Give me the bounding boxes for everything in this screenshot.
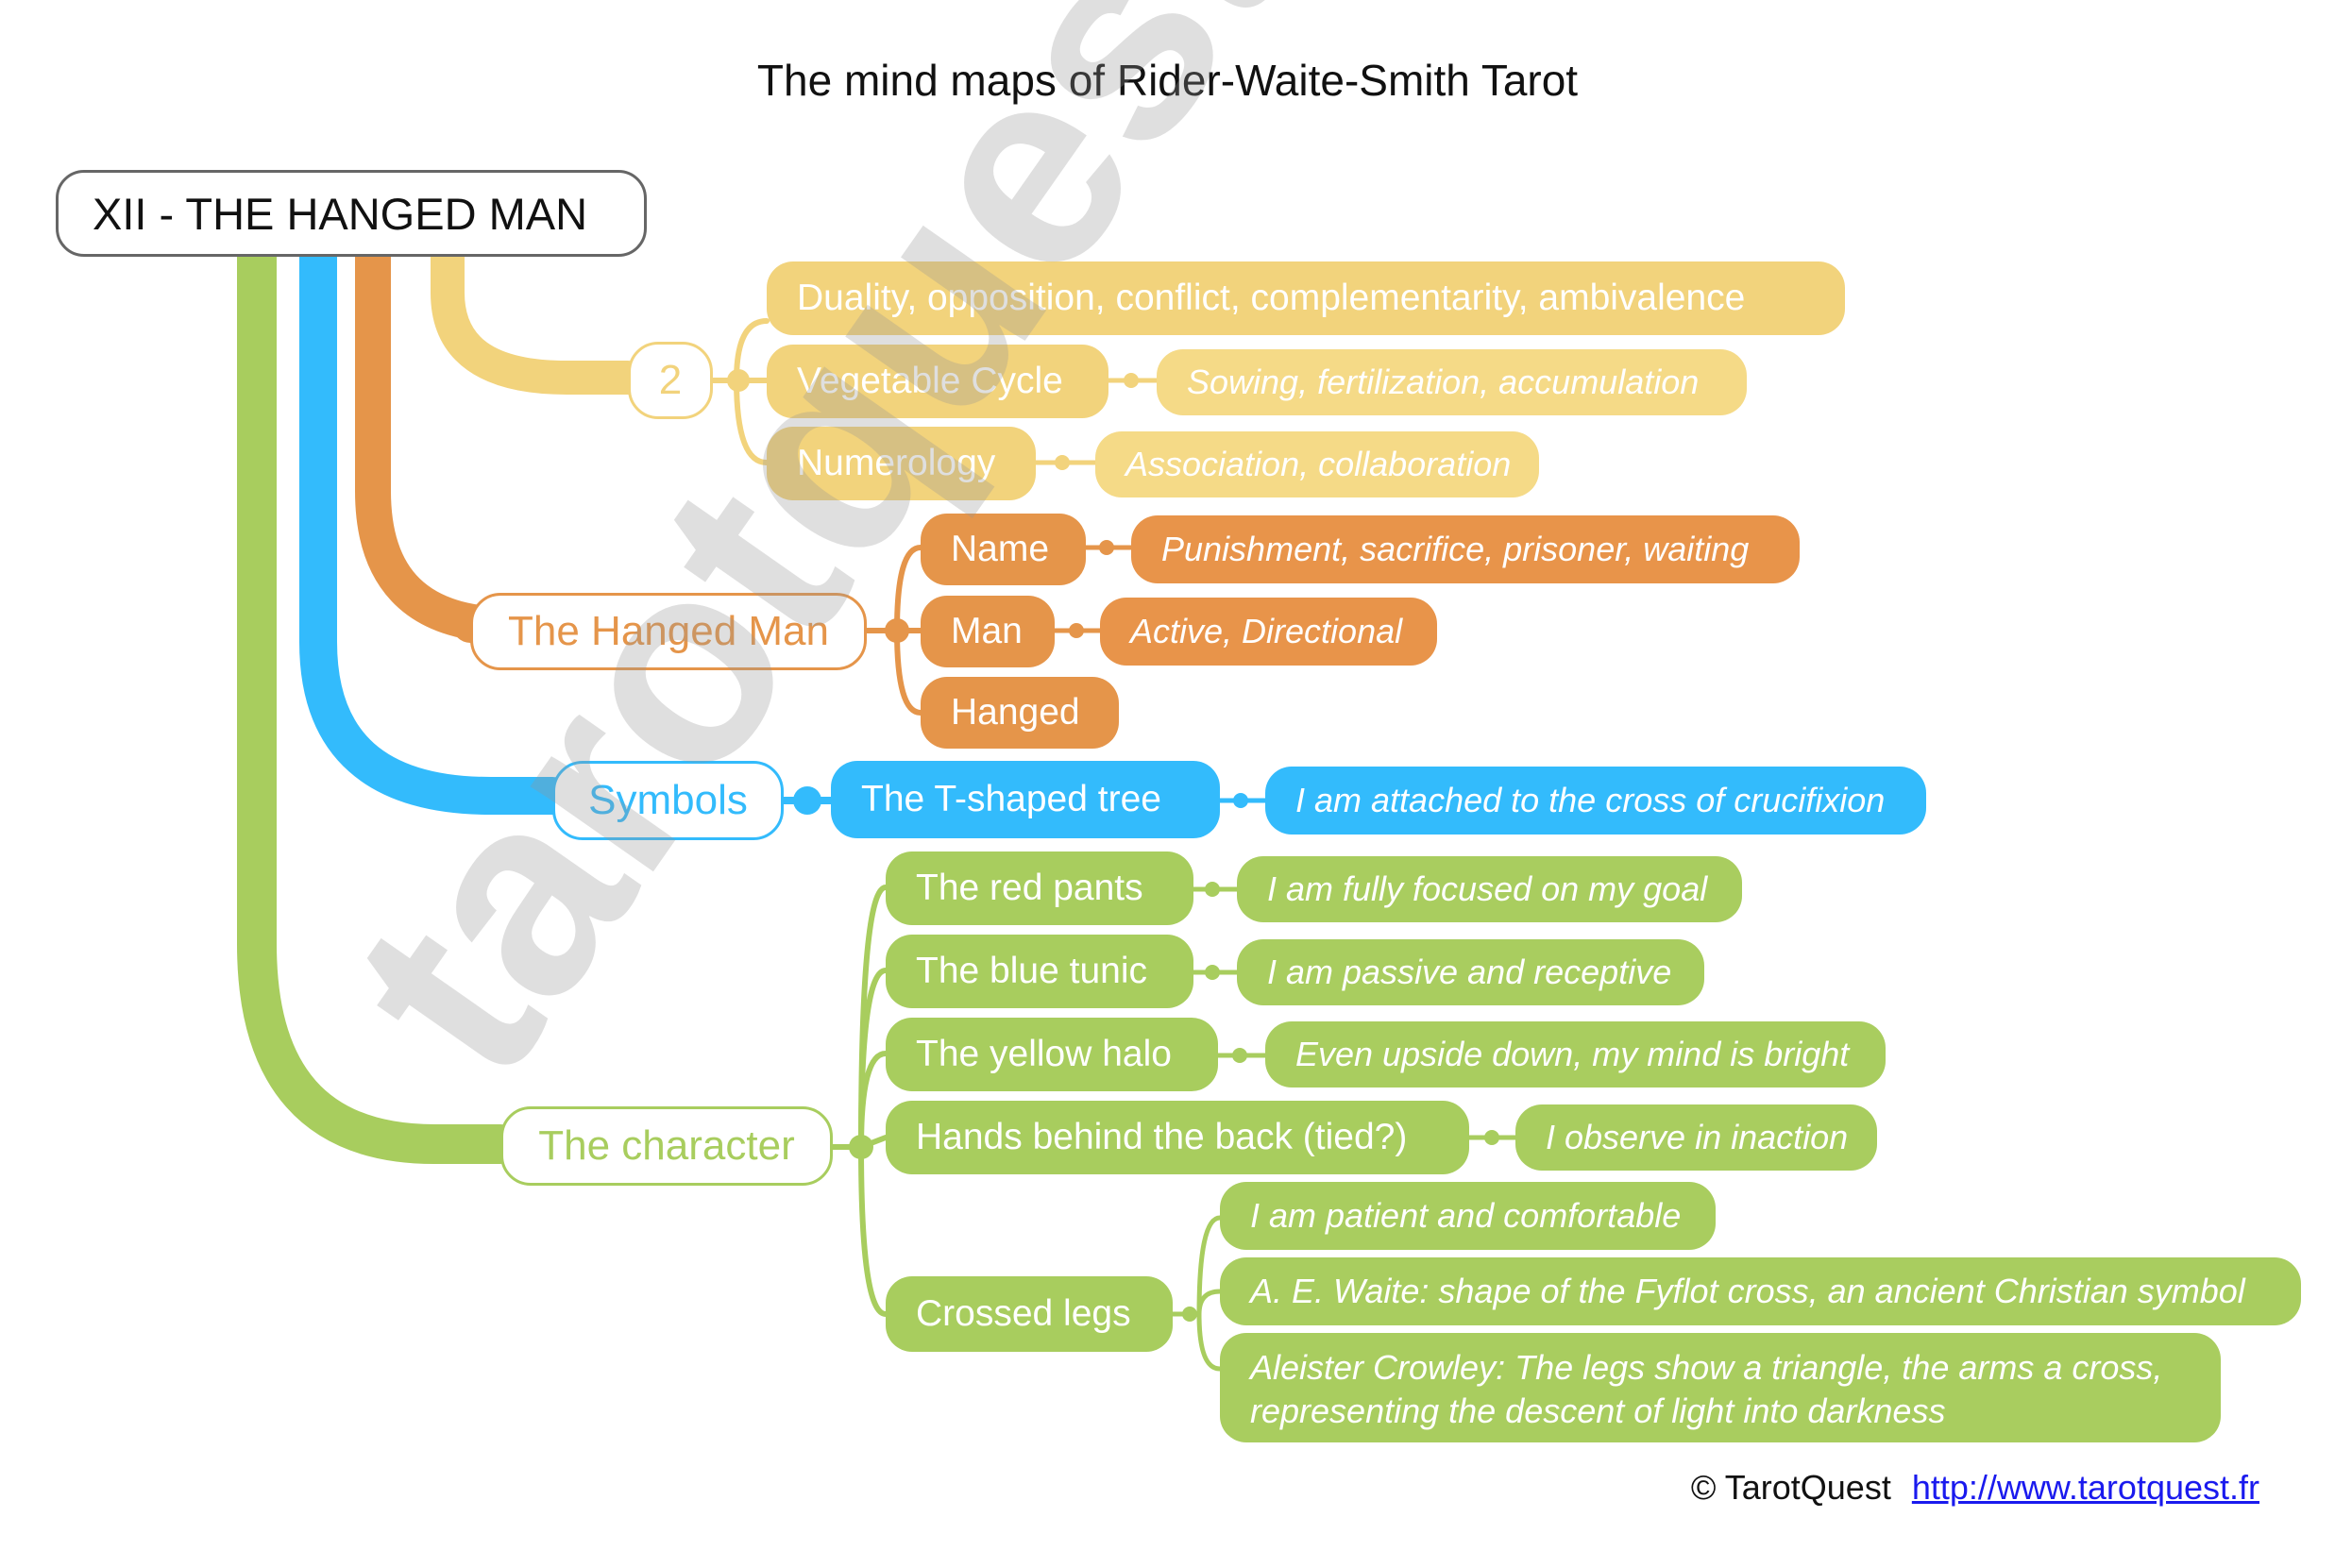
topic-name[interactable]: Name bbox=[921, 514, 1086, 585]
topic-man[interactable]: Man bbox=[921, 596, 1055, 667]
note-crossed-legs-crowley[interactable]: Aleister Crowley: The legs show a triang… bbox=[1220, 1333, 2221, 1442]
note-t-shaped-tree[interactable]: I am attached to the cross of crucifixio… bbox=[1265, 767, 1926, 835]
footer-link[interactable]: http://www.tarotquest.fr bbox=[1911, 1468, 2259, 1507]
topic-vegetable-cycle[interactable]: Vegetable Cycle bbox=[767, 345, 1108, 418]
topic-numerology[interactable]: Numerology bbox=[767, 427, 1036, 500]
central-topic[interactable]: XII - THE HANGED MAN bbox=[56, 170, 647, 257]
note-yellow-halo[interactable]: Even upside down, my mind is bright bbox=[1265, 1021, 1886, 1087]
topic-yellow-halo[interactable]: The yellow halo bbox=[886, 1018, 1218, 1091]
topic-duality[interactable]: Duality, opposition, conflict, complemen… bbox=[767, 261, 1845, 335]
branch-number[interactable]: 2 bbox=[628, 342, 713, 419]
trunk-blue bbox=[299, 238, 571, 815]
note-crossed-legs-waite[interactable]: A. E. Waite: shape of the Fyflot cross, … bbox=[1220, 1257, 2301, 1325]
branch-symbols[interactable]: Symbols bbox=[552, 761, 784, 840]
topic-hanged[interactable]: Hanged bbox=[921, 677, 1119, 749]
branch-the-hanged-man[interactable]: The Hanged Man bbox=[470, 593, 867, 670]
note-vegetable-cycle[interactable]: Sowing, fertilization, accumulation bbox=[1157, 349, 1747, 415]
note-numerology[interactable]: Association, collaboration bbox=[1095, 431, 1539, 497]
note-man[interactable]: Active, Directional bbox=[1100, 598, 1437, 666]
topic-red-pants[interactable]: The red pants bbox=[886, 851, 1193, 925]
note-name[interactable]: Punishment, sacrifice, prisoner, waiting bbox=[1131, 515, 1800, 583]
footer: © TarotQuest http://www.tarotquest.fr bbox=[1691, 1468, 2259, 1508]
trunk-yellow bbox=[431, 240, 645, 395]
page-title: The mind maps of Rider-Waite-Smith Tarot bbox=[756, 56, 1579, 105]
footer-copyright: © TarotQuest bbox=[1690, 1468, 1891, 1507]
note-hands-behind-back[interactable]: I observe in inaction bbox=[1515, 1104, 1877, 1171]
topic-hands-behind-back[interactable]: Hands behind the back (tied?) bbox=[886, 1101, 1469, 1174]
note-red-pants[interactable]: I am fully focused on my goal bbox=[1237, 856, 1742, 922]
topic-blue-tunic[interactable]: The blue tunic bbox=[886, 935, 1193, 1008]
topic-crossed-legs[interactable]: Crossed legs bbox=[886, 1276, 1173, 1352]
note-blue-tunic[interactable]: I am passive and receptive bbox=[1237, 939, 1704, 1005]
topic-t-shaped-tree[interactable]: The T-shaped tree bbox=[831, 761, 1220, 838]
branch-the-character[interactable]: The character bbox=[500, 1106, 833, 1186]
trunk-green bbox=[237, 237, 520, 1164]
note-crossed-legs-patient[interactable]: I am patient and comfortable bbox=[1220, 1182, 1716, 1250]
